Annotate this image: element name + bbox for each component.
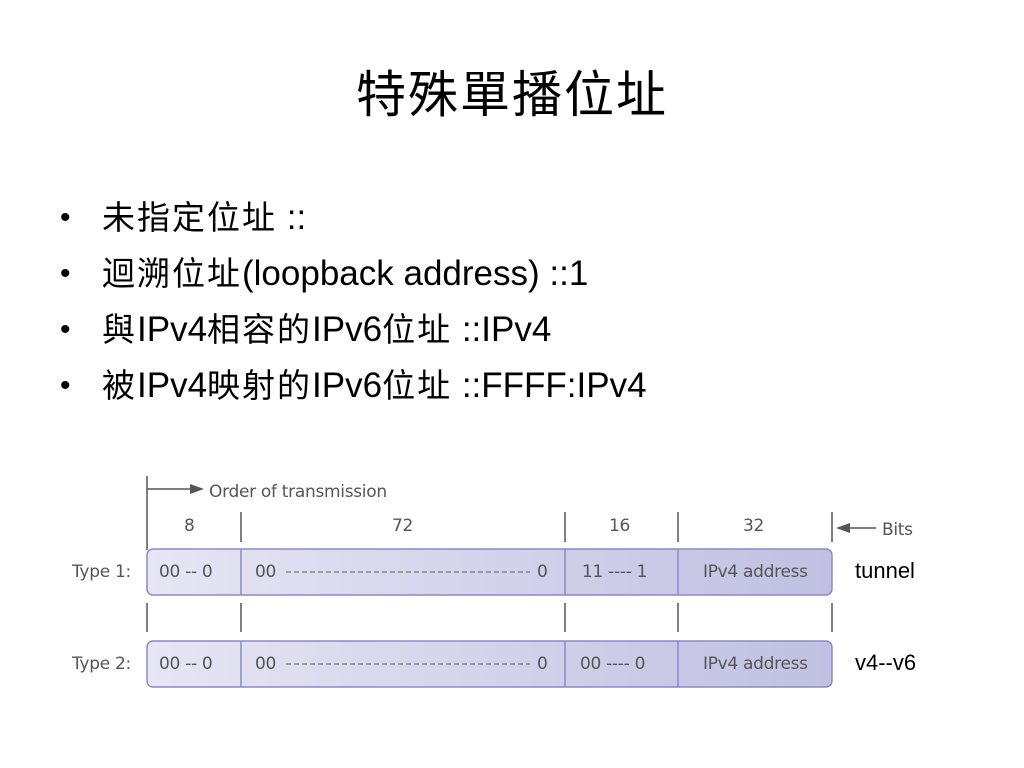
- address-field-value: 00 -- 0: [159, 562, 213, 582]
- bits-arrow-head: [836, 523, 850, 533]
- bullet-item: • 被IPv4映射的IPv6位址 ::FFFF:IPv4: [60, 358, 647, 414]
- address-field-value: IPv4 address: [703, 654, 808, 674]
- bullet-text: 相容的: [207, 310, 313, 349]
- bullet-text: 映射的: [207, 366, 313, 405]
- bullet-list: • 未指定位址 :: • 迴溯位址(loopback address) ::1 …: [60, 190, 647, 414]
- bullet-text: (loopback address) ::1: [242, 254, 589, 293]
- bullet-text: IPv4: [137, 366, 208, 405]
- field-bits-label: 16: [609, 516, 631, 536]
- row-type-label: Type 1:: [72, 562, 131, 582]
- field-bits-label: 8: [184, 516, 195, 536]
- bits-label: Bits: [882, 520, 913, 540]
- row-side-label: tunnel: [855, 558, 915, 583]
- field-bits-label: 72: [392, 516, 414, 536]
- address-field-value: 00: [255, 654, 277, 674]
- bullet-text: 位址: [382, 310, 453, 349]
- bullet-text: IPv6: [312, 366, 383, 405]
- bullet-text: ::IPv4: [452, 310, 552, 349]
- bullet-item: • 與IPv4相容的IPv6位址 ::IPv4: [60, 302, 647, 358]
- ipv6-address-format-diagram: Order of transmission Bits 8 72 16 32 Ty…: [0, 460, 1024, 710]
- address-field-value: 0: [537, 654, 548, 674]
- bullet-text: 未指定位址: [102, 198, 277, 237]
- address-field-value: 00: [255, 562, 277, 582]
- order-arrow-head: [190, 484, 204, 494]
- bullet-dot: •: [60, 257, 71, 290]
- bullet-text: 與: [102, 310, 137, 349]
- row-type-label: Type 2:: [72, 654, 131, 674]
- bullet-dot: •: [60, 313, 71, 346]
- address-field-value: 00 ---- 0: [580, 654, 646, 674]
- order-label: Order of transmission: [209, 482, 387, 502]
- bullet-dot: •: [60, 369, 71, 402]
- bullet-text: IPv6: [312, 310, 383, 349]
- row-side-label: v4--v6: [855, 650, 917, 675]
- address-field-value: 11 ---- 1: [582, 562, 648, 582]
- bullet-text: ::: [277, 198, 307, 237]
- address-field-value: 0: [537, 562, 548, 582]
- diagram-graphics: [146, 476, 876, 688]
- address-field-value: 00 -- 0: [159, 654, 213, 674]
- bullet-text: 位址: [382, 366, 453, 405]
- bullet-item: • 迴溯位址(loopback address) ::1: [60, 246, 647, 302]
- field-bits-label: 32: [743, 516, 765, 536]
- bullet-text: 迴溯位址: [102, 254, 242, 293]
- bullet-item: • 未指定位址 ::: [60, 190, 647, 246]
- bullet-text: 被: [102, 366, 137, 405]
- slide-title: 特殊單播位址: [356, 66, 668, 124]
- bullet-text: IPv4: [137, 310, 208, 349]
- address-field-value: IPv4 address: [703, 562, 808, 582]
- bullet-dot: •: [60, 201, 71, 234]
- bullet-text: ::FFFF:IPv4: [452, 366, 647, 405]
